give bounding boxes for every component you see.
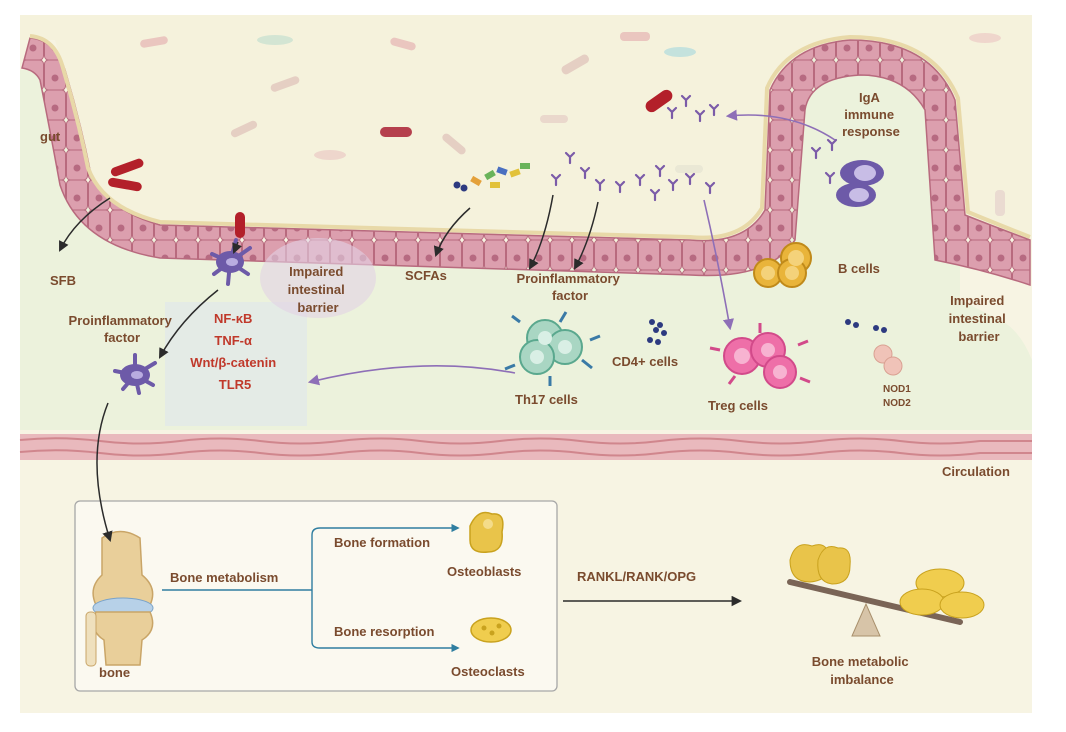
bone-metabolism-label: Bone metabolism xyxy=(170,570,278,585)
purple-arrows xyxy=(307,109,836,386)
nod-cells xyxy=(873,344,903,376)
osteoclasts-icon xyxy=(470,617,512,643)
osteoclasts-label: Osteoclasts xyxy=(451,664,525,679)
bone-resorption-label: Bone resorption xyxy=(334,624,434,639)
dendritic-cell-bottom xyxy=(113,353,157,395)
bone-metabolism-box xyxy=(74,500,558,692)
proinflammatory-left-label: Proinflammatory factor xyxy=(69,313,176,345)
th17-cells xyxy=(504,311,601,386)
sfb-label: SFB xyxy=(50,273,76,288)
scfa-molecules xyxy=(453,163,530,192)
rankl-label: RANKL/RANK/OPG xyxy=(577,569,696,584)
imbalance-label: Bone metabolic imbalance xyxy=(812,654,912,687)
bacterium-red xyxy=(380,127,412,137)
signaling-box xyxy=(165,302,307,426)
b-cells-label: B cells xyxy=(838,261,880,276)
osteoblasts-icon xyxy=(469,511,504,553)
sfb-bacteria xyxy=(108,158,245,238)
seesaw-icon xyxy=(787,544,985,637)
nod-label: NOD1 NOD2 xyxy=(883,384,914,409)
th17-label: Th17 cells xyxy=(515,392,578,407)
scfas-label: SCFAs xyxy=(405,268,447,283)
bone-formation-label: Bone formation xyxy=(334,535,430,550)
impaired-barrier-label-2: Impaired intestinal barrier xyxy=(949,293,1010,344)
dark-arrows xyxy=(59,194,743,607)
cd4-label: CD4+ cells xyxy=(612,354,678,369)
bacteria-group xyxy=(140,32,1005,216)
iga-response-label: IgA immune response xyxy=(842,90,900,139)
bone-branch-lines xyxy=(162,523,460,653)
gut-label: gut xyxy=(40,129,61,144)
circulation-label: Circulation xyxy=(942,464,1010,479)
barrier-highlight xyxy=(260,238,376,318)
plasma-cells xyxy=(836,160,884,207)
bone-label: bone xyxy=(99,665,130,680)
proinflammatory-top-label: Proinflammatory factor xyxy=(517,271,624,303)
impaired-barrier-label-1: Impaired intestinal barrier xyxy=(288,264,349,315)
bone-icon xyxy=(85,530,154,667)
cd4-molecules xyxy=(647,319,887,345)
treg-cells xyxy=(709,323,811,389)
dendritic-cell-top xyxy=(210,238,252,286)
treg-label: Treg cells xyxy=(708,398,768,413)
gut-lumen xyxy=(20,15,1032,248)
brush-border xyxy=(29,34,1031,240)
antibodies xyxy=(550,94,838,202)
osteoblasts-label: Osteoblasts xyxy=(447,564,521,579)
b-cells xyxy=(753,242,812,288)
signaling-pathways-label: NF-κB TNF-α Wnt/β-catenin TLR5 xyxy=(190,311,280,392)
iga-coated-bacterium xyxy=(645,89,673,113)
